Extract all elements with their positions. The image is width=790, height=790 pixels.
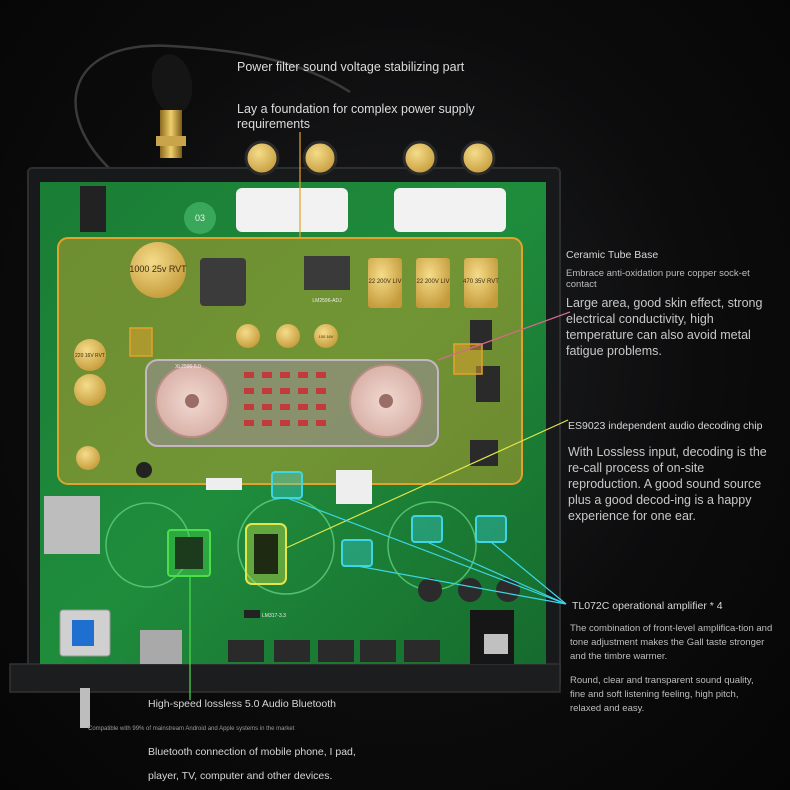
power-filter-body: Lay a foundation for complex power suppl… — [237, 102, 475, 131]
tube-base-title: Ceramic Tube Base — [566, 249, 659, 261]
board-text-cap-mid-b: 22 200V LIV — [416, 279, 449, 285]
board-text-cap-mid-a: 22 200V LIV — [368, 279, 401, 285]
lower-board: LM317-3.3 — [44, 462, 520, 728]
power-filter-title: Power filter sound voltage stabilizing p… — [237, 60, 465, 74]
opamp-title: TL072C operational amplifier * 4 — [572, 600, 723, 612]
opamp-body-2: Round, clear and transparent sound quali… — [570, 675, 754, 714]
bluetooth-body-1: Bluetooth connection of mobile phone, I … — [148, 746, 356, 758]
decoder-chip — [245, 523, 287, 585]
leader-lines — [189, 132, 571, 700]
tube-base-region: XL2596-5.0 — [145, 359, 439, 447]
board-text-chip-label: LM317-3.3 — [262, 613, 286, 619]
antenna — [74, 44, 351, 179]
bluetooth-compat: Compatible with 99% of mainstream Androi… — [88, 726, 295, 732]
tube-base-subtitle: Embrace anti-oxidation pure copper sock-… — [566, 268, 750, 290]
bluetooth-chip — [167, 529, 211, 577]
opamp-chips — [271, 471, 507, 567]
board-text-regulator: LM2596-ADJ — [312, 298, 342, 304]
board-text-cap-small: 220 16V RVT — [75, 353, 105, 359]
opamp-body-1: The combination of front-level amplifica… — [570, 623, 773, 662]
rca-jacks — [80, 140, 506, 232]
board-text-cap-large: 1000 25v RVT — [129, 264, 187, 274]
board-text-cap-mid-c: 470 35V RVT — [463, 279, 499, 285]
highlight-box — [129, 327, 153, 357]
board-text-relay: XL2596-5.0 — [175, 364, 201, 370]
bluetooth-body-2: player, TV, computer and other devices. — [148, 770, 333, 782]
bluetooth-title: High-speed lossless 5.0 Audio Bluetooth — [148, 698, 336, 710]
board-text-cap-tiny: 100 16V — [319, 334, 334, 339]
sticker: 03 — [184, 202, 216, 234]
tube-base-body: Large area, good skin effect, strong ele… — [566, 296, 763, 358]
decoding-chip-title: ES9023 independent audio decoding chip — [568, 420, 763, 432]
board-text-sticker: 03 — [195, 213, 205, 223]
decoding-chip-body: With Lossless input, decoding is the re-… — [568, 445, 767, 523]
